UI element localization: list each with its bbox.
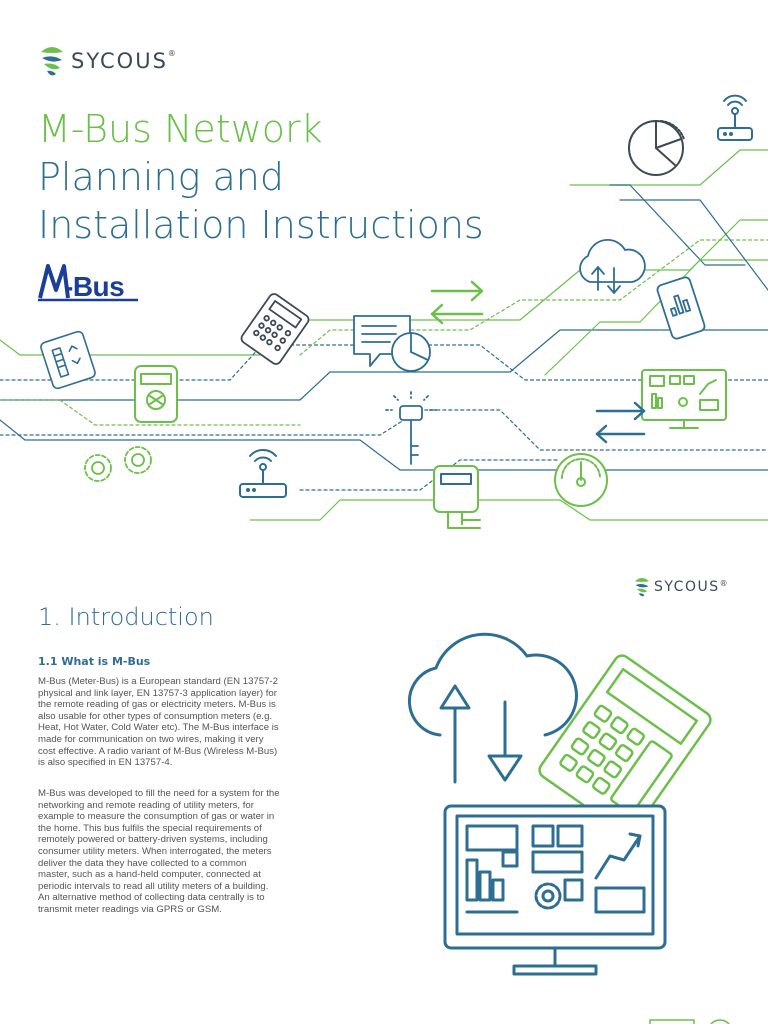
cover-title: M-Bus Network Planning and Installation …	[38, 105, 484, 249]
monitor-large-icon	[443, 804, 667, 976]
monitor-dashboard-icon	[641, 369, 727, 429]
cloud-sync-icon	[579, 238, 646, 294]
bottom-partial-icons	[649, 1019, 730, 1024]
router-small-icon	[239, 449, 287, 498]
section-illustration	[408, 632, 712, 976]
remote-control-icon	[40, 330, 96, 390]
key-icon	[385, 391, 437, 465]
phone-chart-icon	[656, 276, 706, 340]
arrows-exchange-icon	[430, 280, 484, 325]
gears-icon	[84, 446, 152, 482]
calculator-icon	[240, 293, 310, 365]
subsection-title: 1.1 What is M-Bus	[38, 655, 151, 668]
mbus-m-icon	[38, 264, 138, 302]
brand-mark-icon	[41, 47, 63, 76]
cloud-upload-download-icon	[408, 632, 578, 784]
brand-name: SYCOUS®	[71, 49, 176, 73]
paragraph-1: M-Bus (Meter-Bus) is a European standard…	[38, 676, 279, 769]
brand-name-small: SYCOUS®	[654, 579, 728, 595]
mbus-logo: -Bus	[38, 260, 148, 309]
paragraph-2: M-Bus was developed to fill the need for…	[38, 788, 280, 915]
cover-title-line3: Installation Instructions	[38, 203, 484, 247]
cover-title-line1: M-Bus Network	[38, 107, 323, 151]
electric-meter-icon	[433, 465, 481, 529]
section-title: 1. Introduction	[38, 603, 214, 631]
cover-title-line2: Planning and	[38, 155, 284, 199]
cover-illustration	[0, 94, 768, 529]
pie-chart-icon	[628, 120, 685, 176]
router-icon	[717, 94, 753, 141]
meter-icon	[134, 365, 178, 423]
brand-logo: SYCOUS®	[38, 44, 176, 78]
chat-chart-icon	[353, 315, 431, 372]
brand-logo-small: SYCOUS®	[633, 576, 728, 598]
brand-mark-small-icon	[634, 578, 650, 597]
mbus-logo-text: -Bus	[64, 271, 125, 302]
gauge-icon	[554, 453, 608, 507]
arrows-exchange-small-icon	[595, 401, 646, 444]
